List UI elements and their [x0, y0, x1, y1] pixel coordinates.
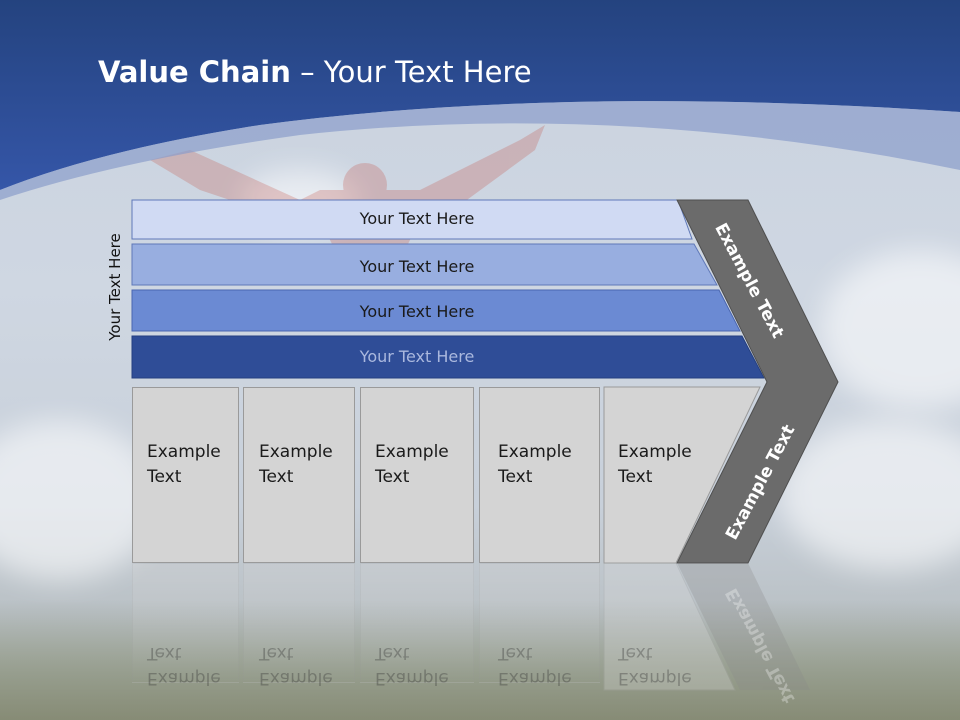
box-2	[243, 387, 355, 563]
chevron-shape	[676, 199, 839, 564]
box-5-reflection	[603, 562, 736, 691]
title-bold: Value Chain	[98, 55, 291, 89]
box-4-line2: Text	[498, 467, 533, 487]
box-1-reflect-line1: Example	[147, 668, 221, 688]
box-3	[360, 387, 474, 563]
box-1-line1: Example	[147, 442, 221, 462]
box-5-reflect-line2: Text	[618, 643, 653, 663]
box-text-4-reflection: Example Text	[498, 640, 572, 690]
cloud-shape	[780, 420, 960, 570]
box-3-reflect-line1: Example	[375, 668, 449, 688]
box-1-line2: Text	[147, 467, 182, 487]
box-text-5-reflection: Example Text	[618, 640, 692, 690]
box-1	[132, 387, 239, 563]
box-5-reflect-line1: Example	[618, 668, 692, 688]
box-5-shape	[603, 386, 761, 564]
bar-2	[131, 243, 718, 286]
box-5-line1: Example	[618, 442, 692, 462]
slide-title: Value Chain – Your Text Here	[98, 55, 532, 89]
box-4-reflection	[479, 563, 600, 683]
box-text-3-reflection: Example Text	[375, 640, 449, 690]
box-4	[479, 387, 600, 563]
bar-label-1: Your Text Here	[359, 209, 475, 228]
bar-1	[131, 199, 693, 240]
box-text-2-reflection: Example Text	[259, 640, 333, 690]
box-2-line2: Text	[259, 467, 294, 487]
grass-field	[0, 600, 960, 720]
box-3-reflection	[360, 563, 474, 683]
box-3-line1: Example	[375, 442, 449, 462]
box-text-1-reflection: Example Text	[147, 640, 221, 690]
bar-label-2: Your Text Here	[359, 257, 475, 276]
box-4-line1: Example	[498, 442, 572, 462]
bar-3	[131, 289, 741, 332]
box-5-line2: Text	[618, 467, 653, 487]
chevron-reflection	[677, 563, 810, 690]
bar-label-3: Your Text Here	[359, 302, 475, 321]
box-1-reflection	[132, 563, 239, 683]
box-3-reflect-line2: Text	[375, 643, 410, 663]
box-4-reflect-line2: Text	[498, 643, 533, 663]
box-2-reflection	[243, 563, 355, 683]
box-2-line1: Example	[259, 442, 333, 462]
side-label: Your Text Here	[106, 233, 124, 341]
bar-4	[131, 335, 765, 379]
box-4-reflect-line1: Example	[498, 668, 572, 688]
box-2-reflect-line2: Text	[259, 643, 294, 663]
box-3-line2: Text	[375, 467, 410, 487]
box-2-reflect-line1: Example	[259, 668, 333, 688]
title-rest: – Your Text Here	[290, 55, 532, 89]
box-1-reflect-line2: Text	[147, 643, 182, 663]
bar-label-4: Your Text Here	[359, 347, 475, 366]
